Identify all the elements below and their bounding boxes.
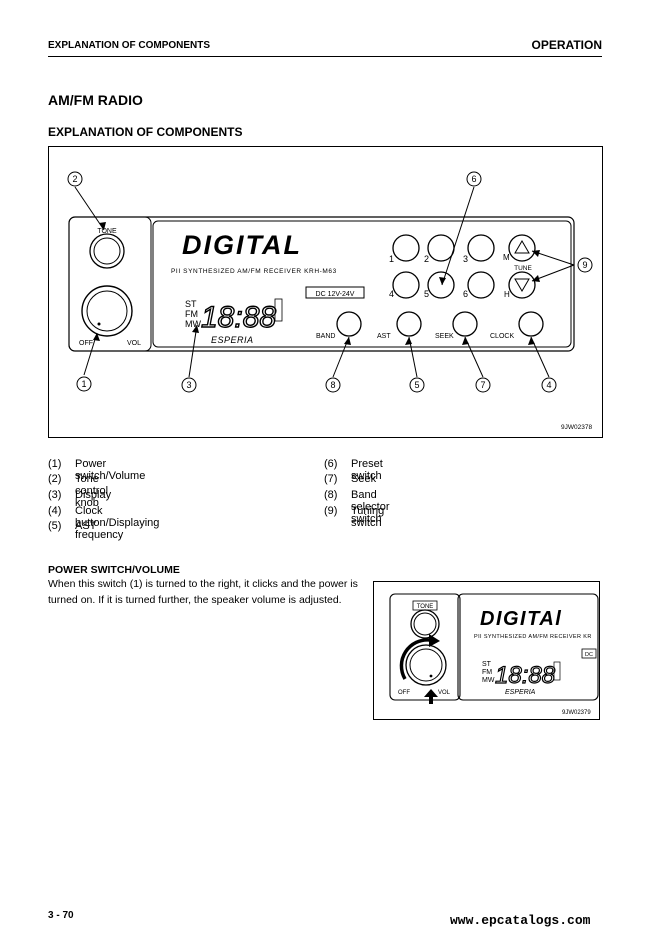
tone-label: TONE: [417, 604, 434, 610]
band-indicator-fm: FM: [482, 669, 492, 676]
legend-num: (2): [48, 473, 62, 485]
seek-button[interactable]: [452, 311, 478, 337]
page-number: 3 - 70: [48, 910, 74, 921]
tune-h-label: H: [504, 290, 510, 299]
power-switch-diagram: TONE OFF VOL DIGITAl PII SYNTHESIZED AM/…: [373, 581, 600, 720]
callout-9: 9: [582, 260, 587, 270]
push-arrow-icon: [424, 689, 438, 704]
rotation-arrow-icon: [399, 634, 440, 680]
legend-num: (3): [48, 489, 62, 501]
tune-m-label: M: [503, 253, 510, 262]
legend-item: Preset switch: [351, 458, 383, 482]
legend-num: (4): [48, 505, 62, 517]
figure-code: 9JW02378: [561, 424, 592, 431]
callout-8: 8: [330, 380, 335, 390]
callout-5: 5: [414, 380, 419, 390]
callout-6: 6: [471, 174, 476, 184]
tone-knob[interactable]: [89, 233, 125, 269]
display-digits: 18:88: [201, 301, 276, 334]
header-rule: [48, 56, 602, 57]
display-panel: ST FM MW 18:88 ESPERIA: [185, 298, 283, 345]
tune-label: TUNE: [514, 265, 532, 272]
preset-button-3[interactable]: [467, 234, 495, 262]
vol-label: VOL: [127, 340, 141, 347]
preset-number-1: 1: [389, 254, 394, 264]
header-section-title: EXPLANATION OF COMPONENTS: [48, 40, 211, 51]
off-label: OFF: [79, 340, 93, 347]
band-indicator-mw: MW: [482, 677, 495, 684]
callout-7: 7: [480, 380, 485, 390]
power-section-body: When this switch (1) is turned to the ri…: [48, 578, 358, 606]
legend-item: Seek: [351, 473, 377, 485]
ast-button-label: AST: [377, 333, 391, 340]
legend-item: Clock button/Displaying frequency: [75, 505, 160, 541]
esperia-logo: ESPERIA: [211, 335, 254, 345]
seek-button-label: SEEK: [435, 333, 454, 340]
section-title: EXPLANATION OF COMPONENTS: [48, 125, 243, 139]
power-section-title: POWER SWITCH/VOLUME: [48, 564, 180, 576]
preset-button-4[interactable]: [392, 271, 420, 299]
tune-up-button[interactable]: [508, 234, 536, 262]
clock-button-label: CLOCK: [490, 333, 514, 340]
header-chapter-title: OPERATION: [531, 38, 602, 52]
tune-down-button[interactable]: [508, 271, 536, 299]
display-panel: ST FM MW 18:88 ESPERIA: [482, 661, 561, 696]
legend-num: (8): [324, 489, 338, 501]
display-digits: 18:88: [495, 662, 556, 689]
legend-num: (1): [48, 458, 62, 470]
legend-num: (7): [324, 473, 338, 485]
band-button[interactable]: [336, 311, 362, 337]
callout-4: 4: [546, 380, 551, 390]
dc-label: DC: [585, 652, 593, 658]
legend-num: (9): [324, 505, 338, 517]
figure-code: 9JW02379: [562, 710, 591, 716]
vol-label: VOL: [438, 690, 451, 696]
preset-number-5: 5: [424, 289, 429, 299]
radio-diagram: TONE OFF VOL DIGITAL PII SYNTHESIZED AM/…: [48, 146, 603, 438]
brand-logo: DIGITAl: [480, 608, 562, 630]
tone-knob[interactable]: [410, 609, 440, 639]
legend-item: AST: [75, 520, 97, 532]
clock-button[interactable]: [518, 311, 544, 337]
band-indicator-st: ST: [482, 661, 492, 668]
page-title: AM/FM RADIO: [48, 92, 143, 108]
watermark: www.epcatalogs.com: [450, 913, 591, 928]
model-text: PII SYNTHESIZED AM/FM RECEIVER KRH-M63: [171, 268, 337, 275]
preset-number-3: 3: [463, 254, 468, 264]
band-button-label: BAND: [316, 333, 335, 340]
preset-number-4: 4: [389, 289, 394, 299]
voltage-label: DC 12V-24V: [316, 291, 355, 298]
preset-number-6: 6: [463, 289, 468, 299]
band-indicator-fm: FM: [185, 309, 198, 319]
legend-item: Tuning switch: [351, 505, 385, 529]
callout-1: 1: [81, 379, 86, 389]
preset-button-6[interactable]: [467, 271, 495, 299]
off-label: OFF: [398, 690, 410, 696]
legend-item: Display: [75, 489, 112, 501]
radio-diagram-svg: TONE OFF VOL DIGITAL PII SYNTHESIZED AM/…: [67, 171, 593, 431]
tone-label: TONE: [97, 228, 117, 235]
legend-item: Tone control knob: [75, 473, 109, 509]
callout-2: 2: [72, 174, 77, 184]
preset-number-2: 2: [424, 254, 429, 264]
band-indicator-st: ST: [185, 299, 197, 309]
esperia-logo: ESPERIA: [505, 689, 536, 696]
legend-item: Band selector switch: [351, 489, 390, 525]
legend-item: Power switch/Volume: [75, 458, 146, 482]
preset-button-5[interactable]: [427, 271, 455, 299]
model-text: PII SYNTHESIZED AM/FM RECEIVER KR: [474, 634, 592, 640]
brand-logo: DIGITAL: [182, 230, 302, 260]
band-indicator-mw: MW: [185, 319, 201, 329]
volume-knob[interactable]: [405, 644, 447, 686]
legend-num: (5): [48, 520, 62, 532]
volume-knob[interactable]: [81, 285, 133, 337]
legend-num: (6): [324, 458, 338, 470]
power-switch-diagram-svg: TONE OFF VOL DIGITAl PII SYNTHESIZED AM/…: [389, 593, 599, 716]
preset-button-1[interactable]: [392, 234, 420, 262]
preset-button-2[interactable]: [427, 234, 455, 262]
ast-button[interactable]: [396, 311, 422, 337]
callout-3: 3: [186, 380, 191, 390]
